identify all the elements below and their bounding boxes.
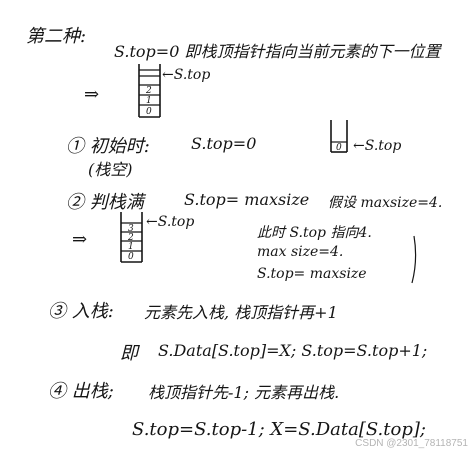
- stack-full-cell: 3: [128, 224, 134, 234]
- step-push-code: S.Data[S.top]=X; S.top=S.top+1;: [158, 341, 428, 360]
- step-pop-code: S.top=S.top-1; X=S.Data[S.top];: [132, 419, 426, 440]
- stack-first-cell: 1: [146, 96, 152, 106]
- stack-init-cell: 0: [336, 143, 342, 153]
- stack-diagram-first: 2 1 0: [138, 64, 161, 118]
- intro-text: S.top=0 即栈顶指针指向当前元素的下一位置: [114, 42, 441, 61]
- stack-first-cell: 2: [145, 86, 152, 96]
- watermark: CSDN @2301_78118751: [355, 438, 468, 449]
- step-push-description: 元素先入栈, 栈顶指针再+1: [144, 303, 338, 322]
- stack-diagram-init: 0: [330, 120, 348, 153]
- full-note-line: S.top= maxsize: [257, 266, 367, 282]
- stack-top-pointer-label: ←S.top: [162, 67, 211, 83]
- step-pop-label: ④ 出栈;: [48, 381, 114, 402]
- implies-arrow-icon: ⇒: [84, 84, 100, 105]
- full-note-line: 此时 S.top 指向4.: [257, 225, 372, 241]
- bracket-stroke: [411, 235, 417, 284]
- stack-first-cell: 0: [146, 107, 152, 117]
- step-full-equation: S.top= maxsize: [184, 190, 310, 209]
- implies-arrow-icon: ⇒: [72, 229, 88, 250]
- step-push-label: ③ 入栈:: [48, 301, 114, 322]
- step-init-label: ① 初始时:: [66, 136, 150, 157]
- stack-diagram-full: 3 2 1 0: [120, 212, 143, 263]
- stack-full-cell: 2: [127, 233, 134, 243]
- step-full-assumption: 假设 maxsize=4.: [328, 195, 443, 211]
- step-full-label: ② 判栈满: [66, 192, 144, 213]
- full-note-line: max size=4.: [257, 244, 344, 260]
- step-init-equation: S.top=0: [191, 134, 257, 153]
- full-top-pointer-label: ←S.top: [146, 214, 195, 230]
- section-title: 第二种:: [26, 26, 87, 47]
- step-pop-description: 栈顶指针先-1; 元素再出栈.: [148, 383, 340, 402]
- init-top-pointer-label: ←S.top: [353, 138, 402, 154]
- step-init-note: (栈空): [88, 160, 133, 179]
- stack-full-cell: 0: [128, 252, 134, 262]
- step-push-code-prefix: 即: [120, 343, 138, 364]
- stack-full-cell: 1: [128, 242, 134, 252]
